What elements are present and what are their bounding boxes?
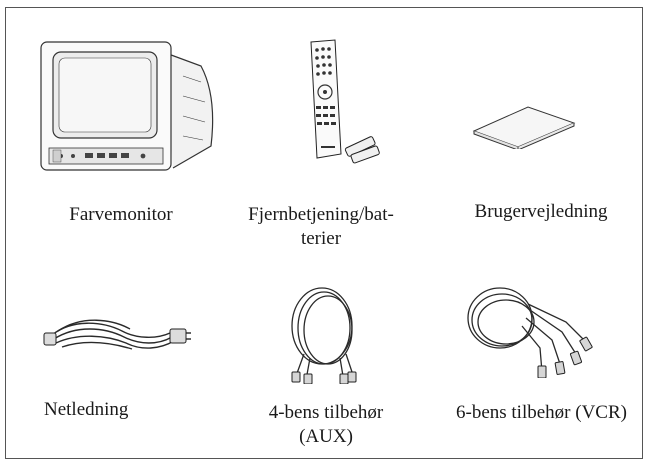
color-monitor-image	[40, 41, 214, 171]
label-brugervejledning: Brugervejledning	[474, 201, 608, 222]
4-pin-cable-image	[291, 287, 357, 384]
remote-control-image	[310, 39, 380, 164]
label-6-bens: 6-bens tilbehør (VCR)	[456, 402, 627, 423]
label-4-bens: 4-bens tilbehør (AUX)	[268, 402, 384, 447]
6-pin-cable-image	[467, 287, 593, 378]
label-fjernbetjening: Fjernbetjening/bat- terier	[248, 204, 394, 249]
label-netledning: Netledning	[44, 399, 129, 420]
power-cord-image	[43, 319, 191, 350]
label-farvemonitor: Farvemonitor	[69, 204, 173, 225]
accessories-frame: Farvemonitor Fjernbetjening/bat- terier …	[5, 7, 643, 459]
user-manual-image	[472, 106, 576, 149]
